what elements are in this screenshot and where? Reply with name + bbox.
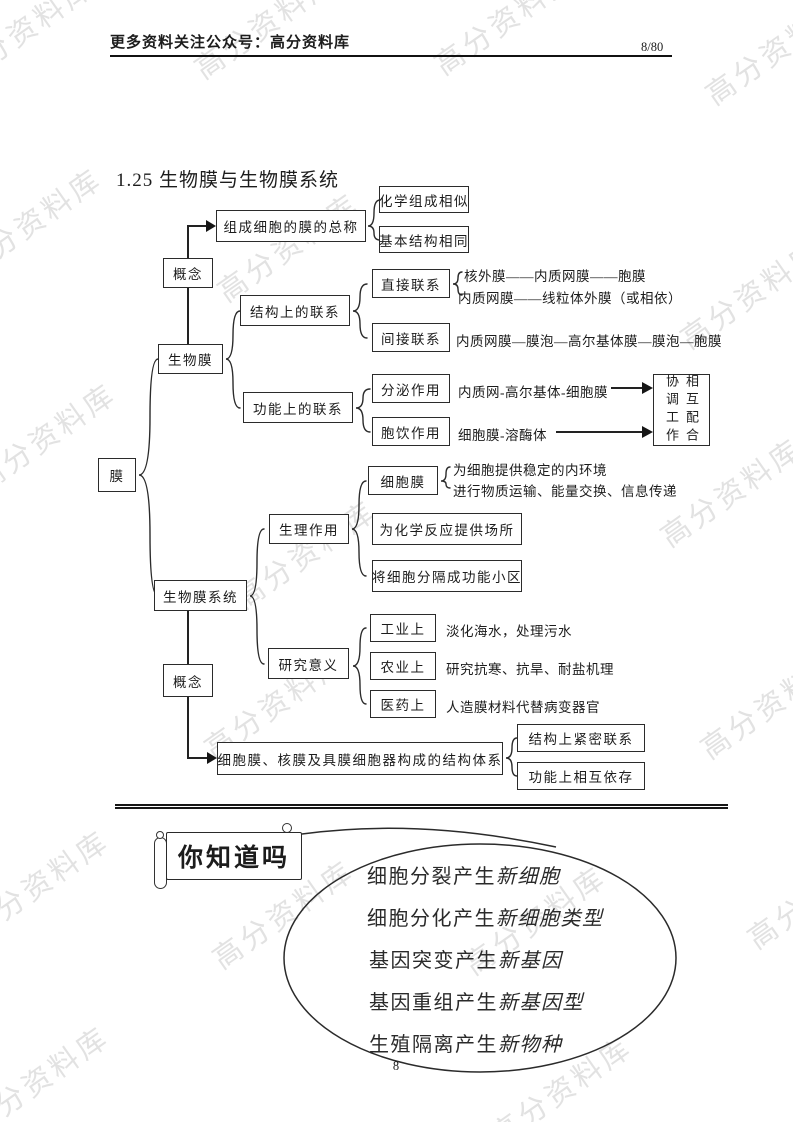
brace-physiology — [351, 480, 367, 577]
node-chemical-site: 为化学反应提供场所 — [372, 513, 522, 545]
fact-prefix: 细胞分裂产生 — [367, 866, 496, 888]
brace-system-definition — [505, 737, 518, 777]
text-direct-line1: 核外膜——内质网膜——胞膜 — [464, 269, 646, 284]
brace-functional — [355, 388, 371, 433]
node-biomembrane-system: 生物膜系统 — [154, 580, 247, 611]
fact-emphasis: 新细胞类型 — [496, 908, 604, 930]
node-tight-structure: 结构上紧密联系 — [517, 724, 645, 752]
brace-composition — [367, 199, 381, 241]
text-pinocytosis-path: 细胞膜-溶酶体 — [458, 428, 547, 443]
section-divider — [115, 804, 728, 809]
text-agriculture-desc: 研究抗寒、抗旱、耐盐机理 — [446, 662, 614, 677]
node-coordinate: 协调工作 相互配合 — [653, 374, 710, 446]
fact-emphasis: 新基因型 — [498, 992, 584, 1014]
arrow-to-system-definition — [207, 752, 217, 764]
coordinate-col2: 相互配合 — [684, 374, 699, 446]
node-basic-same: 基本结构相同 — [379, 226, 469, 253]
node-membrane-root: 膜 — [98, 458, 136, 492]
text-secretion-path: 内质网-高尔基体-细胞膜 — [458, 385, 608, 400]
node-industry: 工业上 — [370, 614, 436, 642]
node-concept-1: 概念 — [163, 258, 213, 288]
text-cell-membrane-line1: 为细胞提供稳定的内环境 — [453, 463, 607, 478]
bubble-ellipse — [283, 843, 677, 1073]
fact-line: 细胞分化产生新细胞类型 — [367, 902, 604, 931]
node-system-definition: 细胞膜、核膜及具膜细胞器构成的结构体系 — [217, 742, 503, 775]
node-interdependent: 功能上相互依存 — [517, 762, 645, 790]
header-promo: 更多资料关注公众号：高分资料库 — [110, 34, 351, 51]
brace-cell-membrane — [440, 466, 451, 489]
brace-membrane-root — [138, 358, 159, 597]
fact-line: 基因突变产生新基因 — [369, 944, 563, 973]
fact-line: 生殖隔离产生新物种 — [369, 1028, 563, 1057]
know-banner-label: 你知道吗 — [166, 832, 302, 880]
node-research: 研究意义 — [268, 648, 349, 679]
arrow-pinocytosis-to-coordinate — [642, 426, 653, 438]
text-indirect-line: 内质网膜—膜泡—高尔基体膜—膜泡—胞膜 — [456, 334, 722, 349]
node-chem-similar: 化学组成相似 — [379, 186, 469, 213]
node-medicine: 医药上 — [370, 690, 436, 718]
coordinate-col1: 协调工作 — [664, 374, 679, 446]
text-direct-line2: 内质网膜——线粒体外膜（或相依） — [458, 291, 682, 306]
fact-prefix: 细胞分化产生 — [367, 908, 496, 930]
node-agriculture: 农业上 — [370, 652, 436, 680]
brace-direct — [452, 271, 463, 296]
node-compartment: 将细胞分隔成功能小区 — [372, 560, 522, 592]
brace-biomembrane-system — [249, 528, 265, 665]
fact-emphasis: 新细胞 — [496, 866, 561, 888]
node-concept-2: 概念 — [163, 664, 213, 697]
brace-biomembrane — [225, 310, 241, 409]
node-biomembrane: 生物膜 — [158, 344, 223, 374]
fact-prefix: 基因重组产生 — [369, 992, 498, 1014]
fact-prefix: 生殖隔离产生 — [369, 1034, 498, 1056]
node-functional-link: 功能上的联系 — [243, 392, 353, 423]
brace-research — [352, 627, 367, 705]
bubble-banner-link — [301, 827, 557, 848]
node-secretion: 分泌作用 — [372, 374, 450, 403]
fact-emphasis: 新物种 — [498, 1034, 563, 1056]
text-cell-membrane-line2: 进行物质运输、能量交换、信息传递 — [453, 484, 677, 499]
arrow-to-composition — [206, 220, 216, 232]
fact-line: 细胞分裂产生新细胞 — [367, 860, 561, 889]
node-direct-link: 直接联系 — [372, 269, 450, 298]
arrow-secretion-to-coordinate — [642, 382, 653, 394]
node-physiology: 生理作用 — [269, 514, 349, 544]
node-structural-link: 结构上的联系 — [240, 295, 350, 326]
node-composition: 组成细胞的膜的总称 — [216, 210, 366, 242]
fact-line: 基因重组产生新基因型 — [369, 986, 584, 1015]
node-pinocytosis: 胞饮作用 — [372, 417, 450, 446]
connector-lines — [187, 225, 642, 759]
fact-emphasis: 新基因 — [498, 950, 563, 972]
header-rule — [110, 55, 672, 57]
know-banner: 你知道吗 — [154, 823, 306, 889]
braces — [138, 199, 518, 777]
section-title: 1.25 生物膜与生物膜系统 — [116, 170, 340, 191]
scroll-cap-icon — [156, 831, 164, 839]
node-indirect-link: 间接联系 — [372, 323, 450, 352]
brace-structural — [352, 283, 368, 339]
node-cell-membrane: 细胞膜 — [368, 466, 438, 495]
header-page-indicator: 8/80 — [641, 40, 664, 54]
text-industry-desc: 淡化海水，处理污水 — [446, 624, 572, 639]
text-medicine-desc: 人造膜材料代替病变器官 — [446, 700, 600, 715]
arrowheads — [206, 220, 653, 764]
fact-prefix: 基因突变产生 — [369, 950, 498, 972]
speech-bubble — [283, 827, 677, 1073]
page-number: 8 — [392, 1059, 400, 1073]
